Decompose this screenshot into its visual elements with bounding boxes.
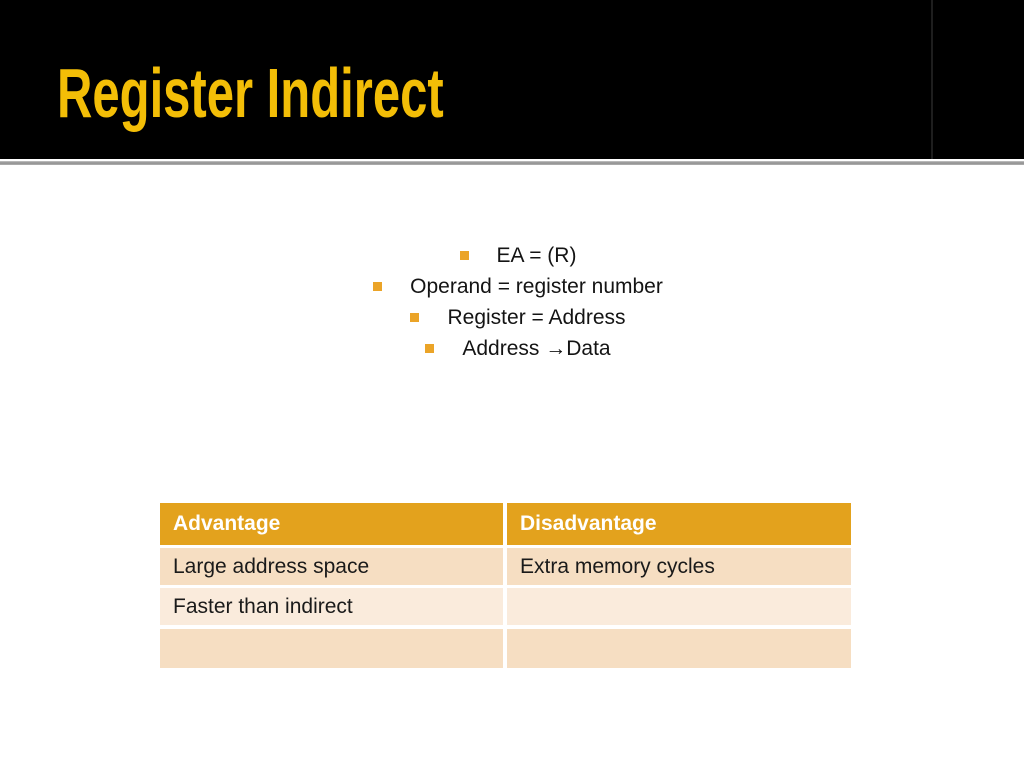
table-header-row: Advantage Disadvantage	[160, 503, 851, 545]
bullet-text: Register = Address	[447, 305, 626, 329]
bullet-text: EA = (R)	[496, 243, 577, 267]
bullet-square-icon	[410, 313, 420, 322]
page-title: Register Indirect	[57, 54, 444, 132]
bullet-text: Address →Data	[462, 336, 611, 360]
table-header-advantage: Advantage	[160, 503, 503, 545]
header-separator-highlight	[0, 159, 1024, 161]
table-cell	[507, 588, 851, 625]
table-header-disadvantage: Disadvantage	[507, 503, 851, 545]
slide-header: Register Indirect	[0, 0, 1024, 159]
list-item: Address →Data	[12, 333, 1024, 364]
bullet-square-icon	[425, 344, 435, 353]
table-cell: Faster than indirect	[160, 588, 503, 625]
advantage-disadvantage-table: Advantage Disadvantage Large address spa…	[160, 503, 851, 668]
table-cell: Extra memory cycles	[507, 548, 851, 585]
table-row: Faster than indirect	[160, 588, 851, 625]
list-item: EA = (R)	[12, 240, 1024, 271]
bullet-square-icon	[459, 251, 469, 260]
bullet-list: EA = (R) Operand = register number Regis…	[0, 240, 1024, 364]
bullet-text: Operand = register number	[410, 274, 663, 298]
header-divider-line	[931, 0, 933, 159]
table-row: Large address space Extra memory cycles	[160, 548, 851, 585]
table-row	[160, 629, 851, 668]
table-cell	[160, 629, 503, 668]
list-item: Operand = register number	[12, 271, 1024, 302]
header-separator-line	[0, 161, 1024, 165]
table-cell: Large address space	[160, 548, 503, 585]
table-cell	[507, 629, 851, 668]
list-item: Register = Address	[12, 302, 1024, 333]
bullet-square-icon	[373, 282, 383, 291]
